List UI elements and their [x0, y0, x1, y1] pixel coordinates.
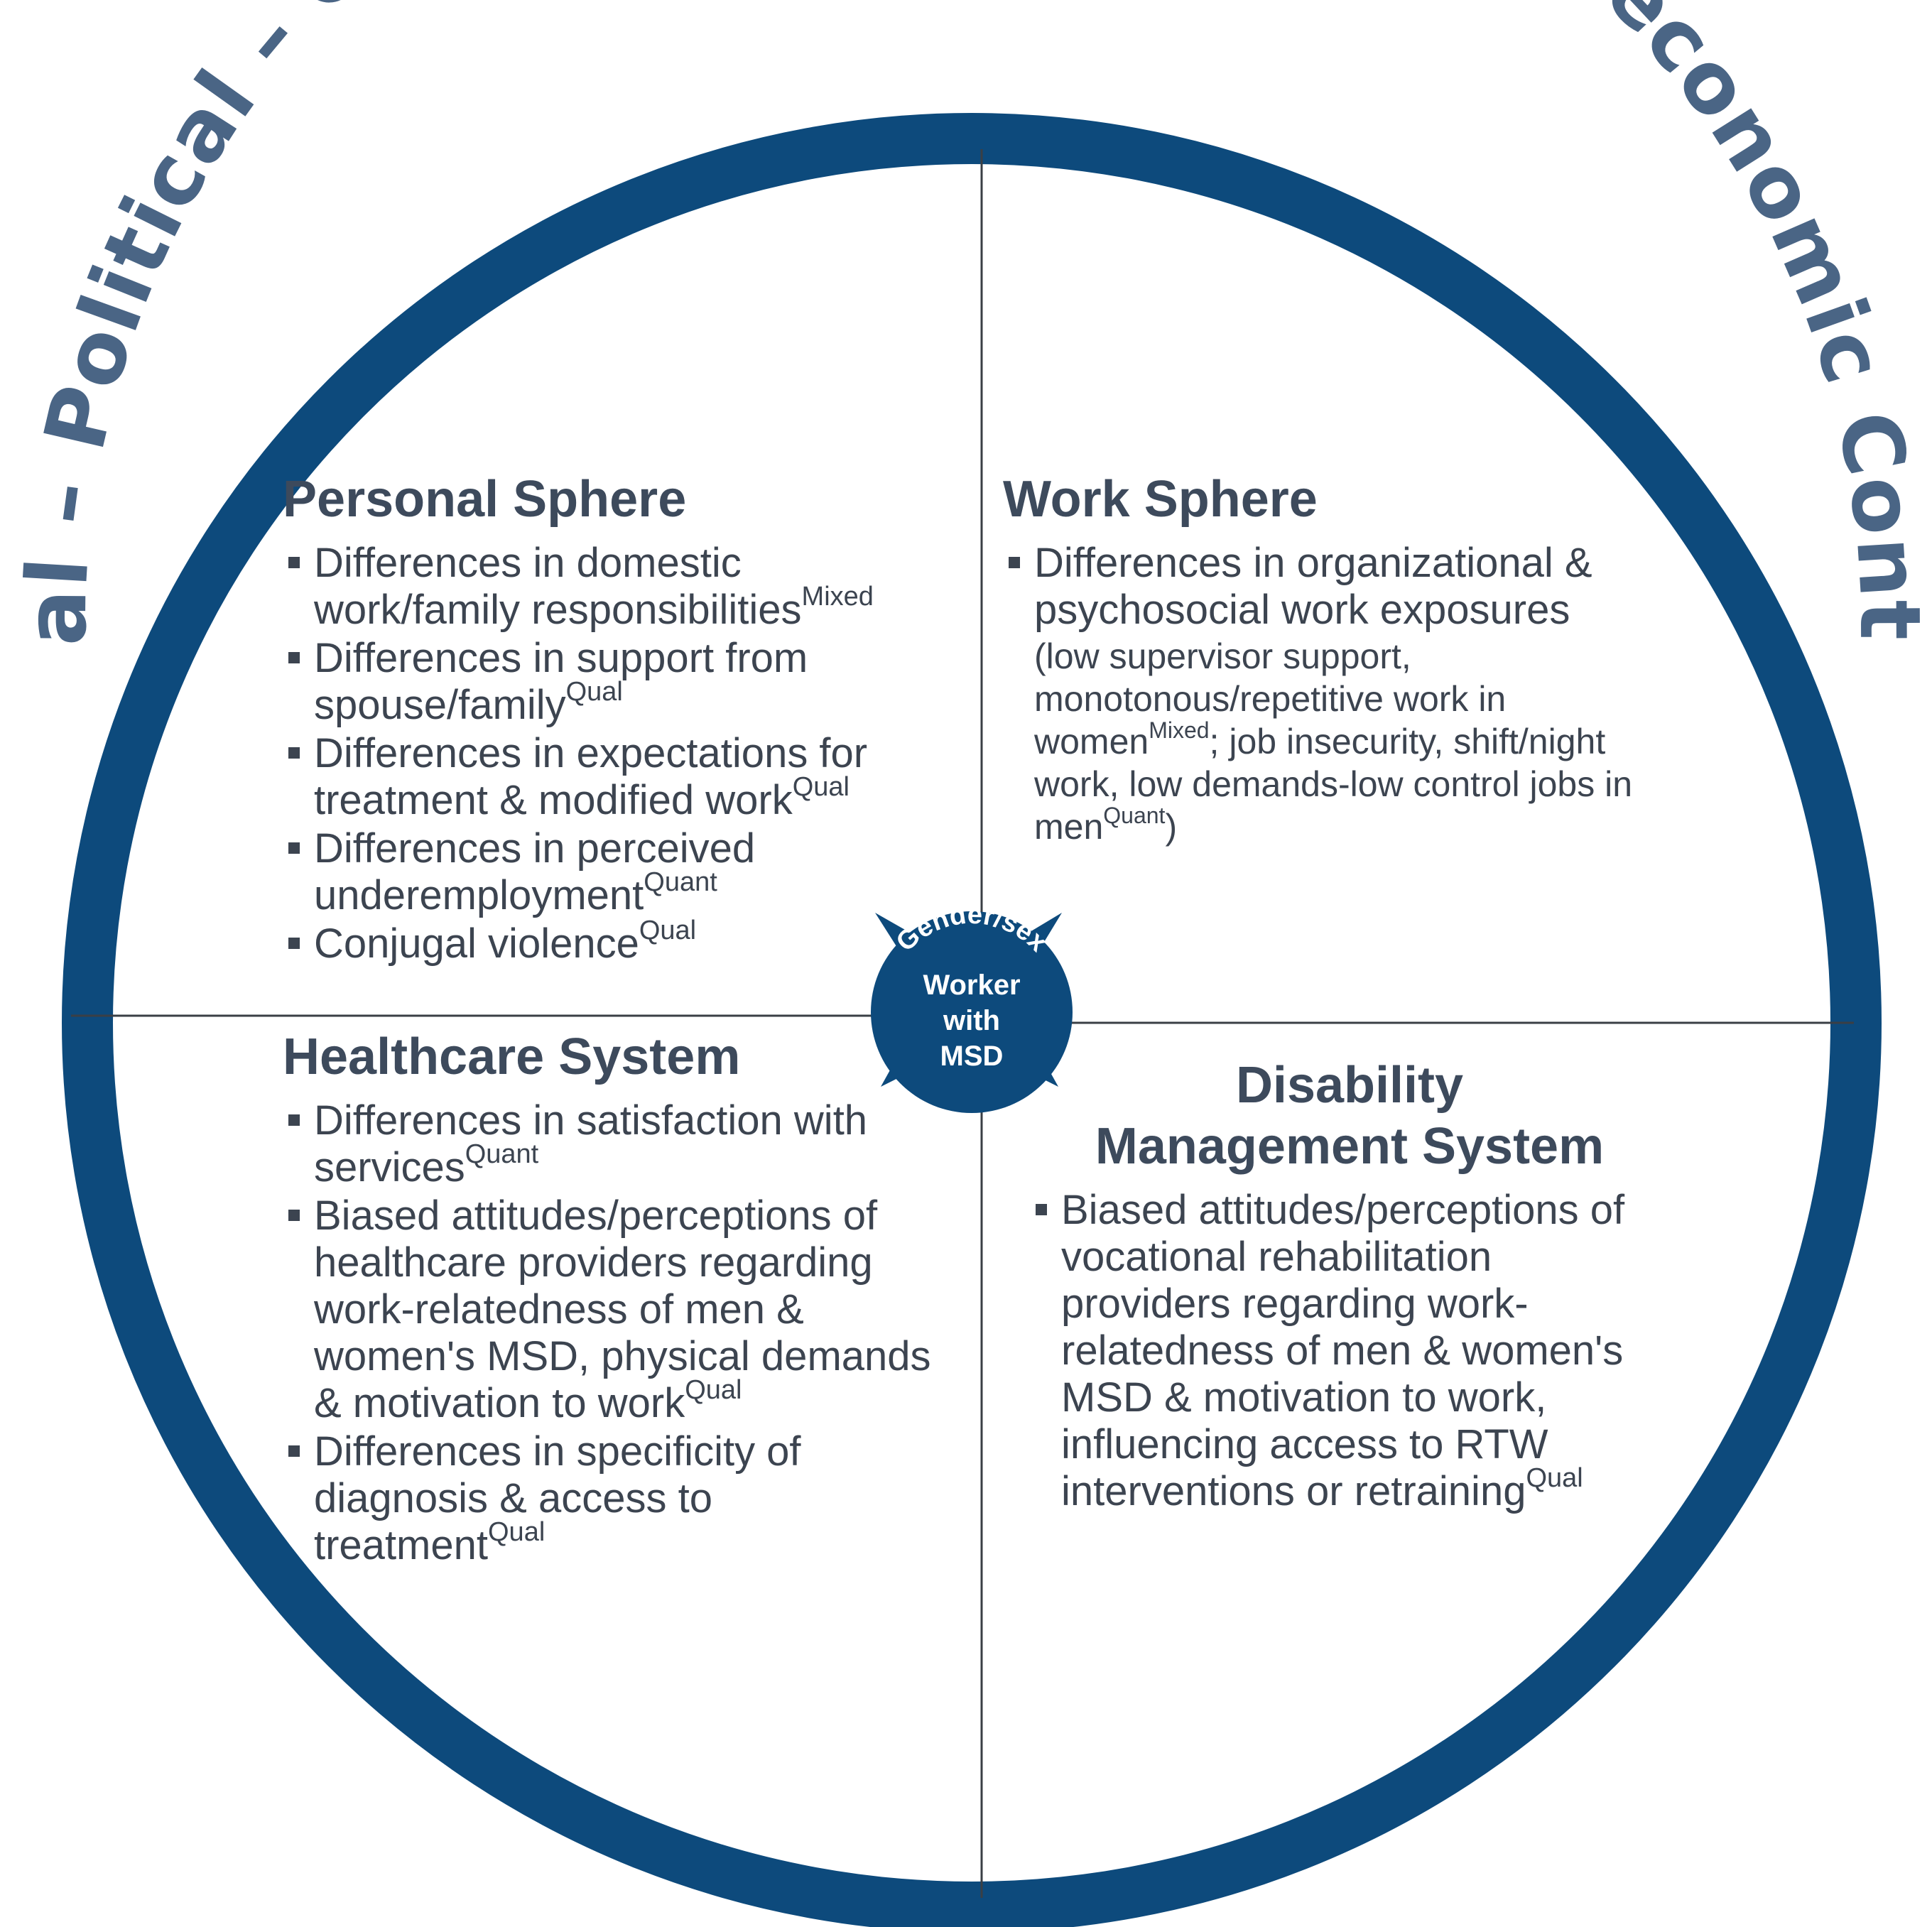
- personal-item: Conjugal violenceQual: [283, 917, 936, 967]
- evidence-tag: Quant: [644, 867, 717, 897]
- badge-line-1: Worker: [923, 970, 1020, 1001]
- personal-item-text: Differences in support from spouse/famil…: [314, 635, 808, 728]
- personal-item: Differences in expectations for treatmen…: [283, 730, 936, 824]
- quadrant-healthcare: Healthcare System Differences in satisfa…: [283, 1026, 936, 1570]
- work-item: Differences in organizational & psychoso…: [1003, 540, 1671, 634]
- work-detail: (low supervisor support, monotonous/repe…: [1003, 635, 1671, 848]
- personal-item: Differences in support from spouse/famil…: [283, 635, 936, 729]
- evidence-tag: Qual: [685, 1375, 742, 1405]
- work-detail-text: ; job insecurity, shift/night work, low …: [1034, 722, 1633, 847]
- personal-item-text: Conjugal violence: [314, 921, 639, 967]
- disability-title-line-1: Disability: [1235, 1057, 1464, 1114]
- evidence-tag: Mixed: [801, 582, 874, 612]
- personal-item: Differences in perceived underemployment…: [283, 825, 936, 919]
- healthcare-item-text: Differences in specificity of diagnosis …: [314, 1428, 801, 1568]
- badge-line-3: MSD: [940, 1041, 1004, 1072]
- healthcare-item-text: Differences in satisfaction with service…: [314, 1097, 868, 1190]
- personal-list: Differences in domestic work/family resp…: [283, 540, 936, 967]
- quadrant-work: Work Sphere Differences in organizationa…: [1003, 469, 1671, 848]
- center-badge: Gender/sex Worker with MSD: [871, 900, 1073, 1113]
- healthcare-list: Differences in satisfaction with service…: [283, 1097, 936, 1569]
- personal-item: Differences in domestic work/family resp…: [283, 540, 936, 634]
- personal-title: Personal Sphere: [283, 471, 687, 528]
- healthcare-item: Differences in specificity of diagnosis …: [283, 1428, 936, 1569]
- evidence-tag: Quant: [465, 1139, 539, 1169]
- evidence-tag: Qual: [565, 677, 623, 707]
- personal-item-text: Differences in expectations for treatmen…: [314, 730, 868, 823]
- work-detail-text: ): [1165, 807, 1178, 847]
- quadrant-disability: Disability Management System Biased atti…: [1030, 1055, 1669, 1516]
- disability-item-text: Biased attitudes/perceptions of vocation…: [1061, 1187, 1625, 1514]
- healthcare-item-text: Biased attitudes/perceptions of healthca…: [314, 1193, 931, 1426]
- disability-item: Biased attitudes/perceptions of vocation…: [1030, 1187, 1669, 1515]
- personal-item-text: Differences in perceived underemployment: [314, 825, 756, 918]
- personal-item-text: Differences in domestic work/family resp…: [314, 540, 802, 633]
- quadrant-personal: Personal Sphere Differences in domestic …: [283, 469, 936, 969]
- evidence-tag: Qual: [792, 772, 850, 802]
- evidence-tag: Mixed: [1149, 717, 1210, 743]
- disability-title: Disability Management System: [1030, 1055, 1669, 1177]
- work-list: Differences in organizational & psychoso…: [1003, 540, 1671, 634]
- work-item-text: Differences in organizational & psychoso…: [1034, 540, 1592, 633]
- healthcare-item: Biased attitudes/perceptions of healthca…: [283, 1193, 936, 1427]
- badge-circle: [871, 911, 1073, 1113]
- evidence-tag: Qual: [639, 916, 697, 945]
- healthcare-title: Healthcare System: [283, 1028, 741, 1085]
- work-detail-text: (low supervisor support, monotonous/repe…: [1034, 636, 1507, 761]
- evidence-tag: Qual: [488, 1517, 546, 1547]
- disability-list: Biased attitudes/perceptions of vocation…: [1030, 1187, 1669, 1515]
- disability-title-line-2: Management System: [1095, 1118, 1605, 1175]
- evidence-tag: Quant: [1103, 803, 1166, 828]
- healthcare-item: Differences in satisfaction with service…: [283, 1097, 936, 1191]
- work-title: Work Sphere: [1003, 471, 1318, 528]
- badge-line-2: with: [943, 1005, 1000, 1036]
- evidence-tag: Qual: [1526, 1463, 1583, 1493]
